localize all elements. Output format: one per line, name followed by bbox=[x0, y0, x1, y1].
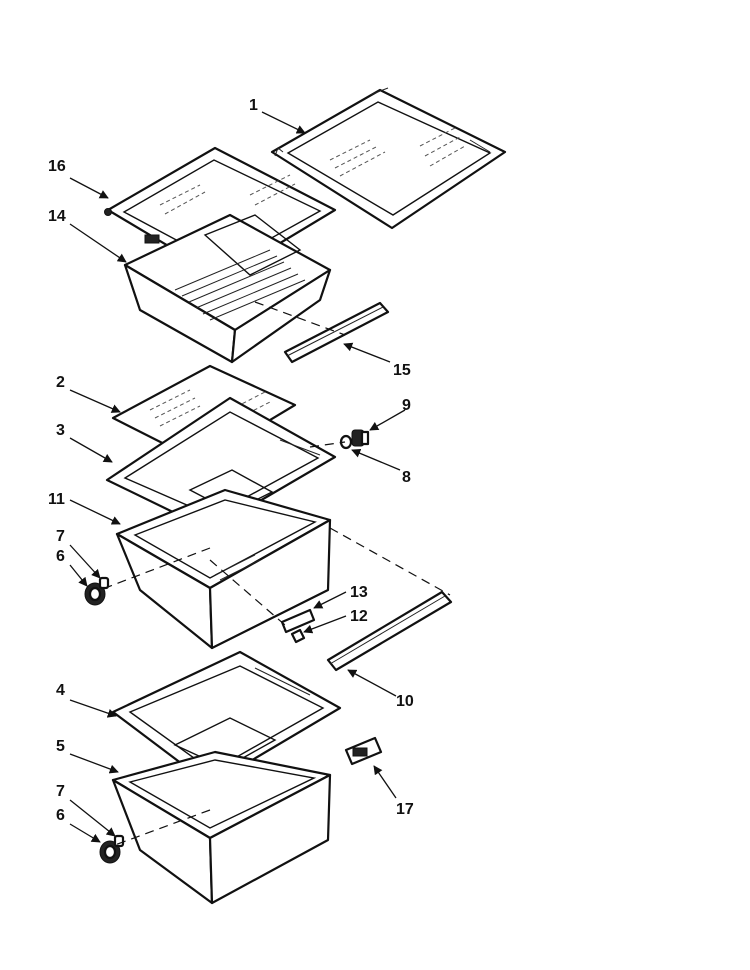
part-7-6-wheel-lower bbox=[99, 834, 125, 864]
leader-lines bbox=[69, 111, 406, 843]
label-part-12: 12 bbox=[350, 608, 368, 625]
label-part-17: 17 bbox=[396, 801, 414, 818]
part-1-glass-shelf bbox=[270, 87, 507, 230]
label-part-3: 3 bbox=[56, 422, 65, 439]
label-part-8: 8 bbox=[402, 469, 411, 486]
label-part-10: 10 bbox=[396, 693, 414, 710]
label-part-11: 11 bbox=[48, 491, 65, 508]
label-part-15: 15 bbox=[393, 362, 411, 379]
label-part-9: 9 bbox=[402, 397, 411, 414]
assembly-lines bbox=[99, 301, 451, 846]
label-part-16: 16 bbox=[48, 158, 66, 175]
label-part-4: 4 bbox=[56, 682, 65, 699]
label-part-7-lower: 7 bbox=[56, 783, 65, 800]
part-9-shaft bbox=[351, 429, 370, 447]
label-part-1: 1 bbox=[249, 97, 258, 114]
label-part-13: 13 bbox=[350, 584, 368, 601]
part-labels: 1 16 14 15 2 9 3 8 11 7 6 13 12 10 4 5 1… bbox=[48, 97, 414, 824]
label-part-14: 14 bbox=[48, 208, 66, 225]
part-5-lower-drawer bbox=[111, 750, 332, 905]
part-14-crisper-pan bbox=[123, 213, 332, 364]
part-11-drawer-pan bbox=[115, 488, 332, 650]
part-13-bracket bbox=[280, 608, 316, 634]
label-part-2: 2 bbox=[56, 374, 65, 391]
label-part-7-upper: 7 bbox=[56, 528, 65, 545]
part-7-6-wheel-middle bbox=[84, 576, 110, 606]
label-part-6-lower: 6 bbox=[56, 807, 65, 824]
label-part-5: 5 bbox=[56, 738, 65, 755]
label-part-6-upper: 6 bbox=[56, 548, 65, 565]
part-17-clip bbox=[344, 736, 383, 766]
part-10-rail bbox=[326, 590, 453, 672]
part-15-rail bbox=[283, 301, 390, 364]
part-12-clip bbox=[290, 628, 306, 644]
